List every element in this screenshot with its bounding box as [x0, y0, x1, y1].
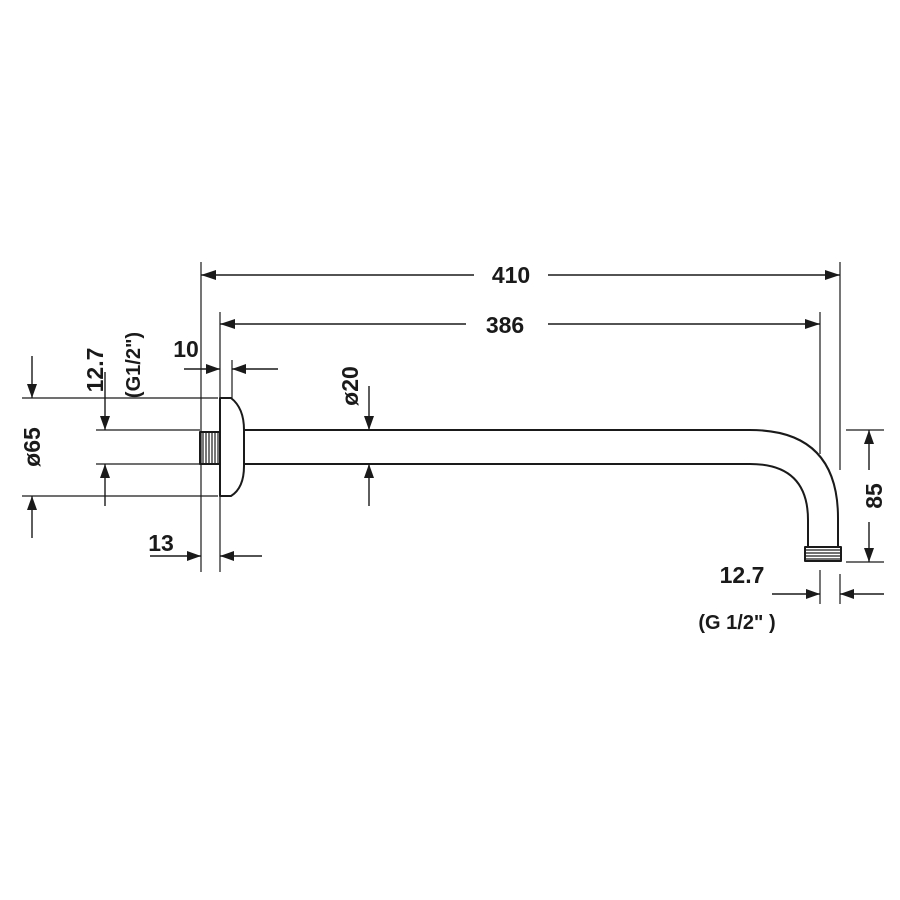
- dim-10-label: 10: [173, 336, 199, 362]
- dim-tube-diameter: ø20: [337, 366, 374, 506]
- dim-outlet-thread: 12.7 (G 1/2" ): [698, 562, 884, 634]
- dim-inlet-size-label: 12.7: [82, 348, 108, 393]
- dim-410-label: 410: [492, 262, 530, 288]
- extension-lines: [22, 262, 884, 604]
- dim-drop-height: 85: [861, 430, 887, 562]
- dim-inlet-spec-label: (G1/2"): [123, 332, 145, 398]
- dim-flange-offset: 10: [173, 336, 278, 374]
- dim-inlet-length: 13: [148, 530, 262, 561]
- shower-arm: [199, 397, 842, 562]
- dim-inlet-thread: 12.7 (G1/2"): [82, 332, 145, 506]
- outlet-thread-hatching: [805, 549, 841, 560]
- dim-arm-length: 386: [220, 312, 820, 338]
- dim-13-label: 13: [148, 530, 174, 556]
- dim-flange-diameter: ø65: [19, 356, 45, 538]
- wall-flange: [219, 397, 245, 497]
- dim-85-label: 85: [861, 483, 887, 509]
- dim-386-label: 386: [486, 312, 524, 338]
- arm-tube: [244, 429, 839, 547]
- dim-outlet-size-label: 12.7: [720, 562, 765, 588]
- dim-20-label: ø20: [337, 366, 363, 406]
- dim-65-label: ø65: [19, 427, 45, 467]
- outlet-thread: [804, 546, 842, 562]
- dim-outlet-spec-label: (G 1/2" ): [698, 612, 775, 634]
- dim-overall-length: 410: [201, 262, 840, 288]
- inlet-thread-hatching: [202, 432, 219, 464]
